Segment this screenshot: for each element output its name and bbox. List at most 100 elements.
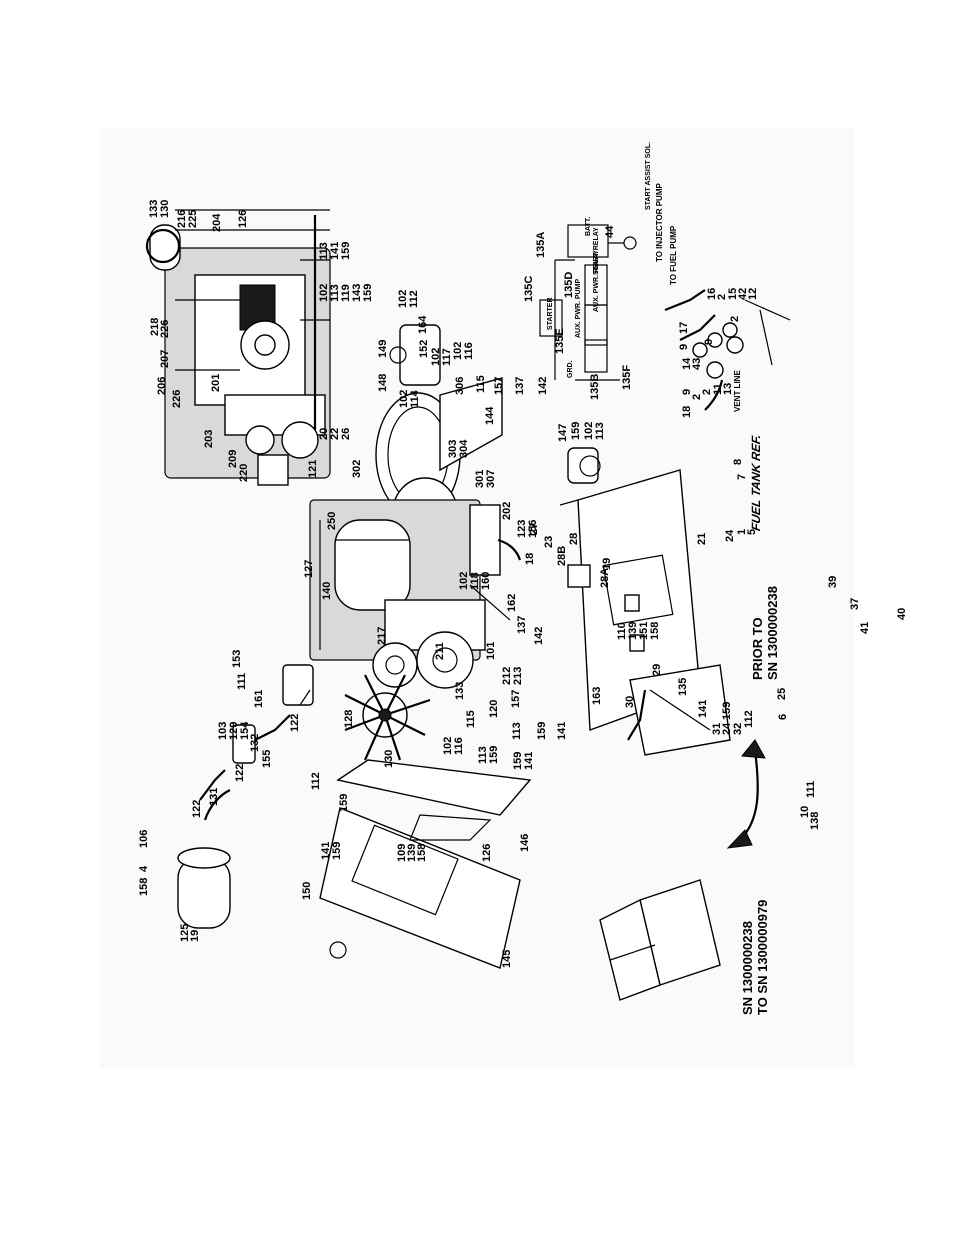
part-label: 13 <box>722 383 734 395</box>
part-label: 225 <box>187 210 199 228</box>
part-label: 4 <box>138 865 150 872</box>
part-label: 10 <box>799 806 811 818</box>
part-label: 137 <box>516 616 528 634</box>
electrical-schematic <box>539 224 637 381</box>
part-label: 132 <box>249 734 261 752</box>
part-label: 159 <box>536 722 548 740</box>
part-label: 1 <box>736 529 748 535</box>
part-label: 127 <box>303 560 315 578</box>
part-label: 15 <box>727 288 739 300</box>
to-injector-caption: TO INJECTOR PUMP <box>655 183 664 262</box>
part-label: 116 <box>453 737 465 755</box>
part-label: 212 <box>501 667 513 685</box>
part-label: 159 <box>362 284 374 302</box>
part-label: 157 <box>493 377 505 395</box>
part-label: 102 <box>398 390 410 408</box>
part-label: 163 <box>591 687 603 705</box>
part-label: 157 <box>510 690 522 708</box>
part-label: 139 <box>627 622 639 640</box>
part-label: 111 <box>236 673 248 690</box>
aux-pump-box <box>584 339 608 373</box>
part-label: 202 <box>501 502 513 520</box>
aux-pump-caption: AUX. PWR. PUMP <box>575 279 582 338</box>
part-label: 9 <box>678 344 690 350</box>
part-label: 216 <box>176 210 188 228</box>
part-label: 27 <box>528 523 540 535</box>
part-label: 302 <box>351 460 363 478</box>
part-label: 144 <box>484 406 496 425</box>
prior-to-note-line2: SN 1300000238 <box>765 586 780 680</box>
part-label: 119 <box>340 284 352 302</box>
part-label: 43 <box>691 358 703 370</box>
curved-arrow <box>726 739 766 849</box>
part-label: 149 <box>377 340 389 358</box>
vent-line-caption: VENT LINE <box>733 370 742 412</box>
part-label: 42 <box>737 288 749 300</box>
part-label: 113 <box>594 422 606 440</box>
part-label: 162 <box>506 594 518 612</box>
part-label: 143 <box>351 284 363 302</box>
part-label: 12 <box>747 288 759 300</box>
part-label: 37 <box>849 598 861 610</box>
part-label: 30 <box>624 696 636 708</box>
base-frame <box>559 447 731 756</box>
part-label: 2 <box>701 389 713 395</box>
part-label: 130 <box>159 200 171 218</box>
part-label: 138 <box>809 812 821 830</box>
part-label: 103 <box>217 722 229 740</box>
part-label: 101 <box>485 642 497 660</box>
part-label: 303 <box>447 440 459 458</box>
fuel-lines <box>664 289 791 411</box>
radiator-panel <box>319 759 532 969</box>
part-label: 117 <box>441 348 453 366</box>
part-label: 204 <box>211 213 223 232</box>
part-label: 203 <box>203 430 215 448</box>
part-label: 40 <box>896 608 908 620</box>
part-label: 250 <box>326 512 338 530</box>
engine-side-view <box>145 209 331 486</box>
part-label: 141 <box>523 752 535 770</box>
part-label: 113 <box>511 722 523 740</box>
serial-range-line1: SN 1300000238 <box>740 921 755 1015</box>
part-label: 24 <box>721 722 733 735</box>
part-label: 160 <box>480 572 492 590</box>
part-label: 141 <box>697 700 709 718</box>
part-label: 135F <box>621 365 633 390</box>
part-label: 213 <box>512 667 524 685</box>
aux-relay-box <box>584 304 608 346</box>
part-label: 141 <box>320 842 332 860</box>
part-label: 18 <box>681 406 693 418</box>
part-label: 142 <box>533 627 545 645</box>
part-label: 129 <box>228 722 240 740</box>
part-label: 122 <box>289 714 301 732</box>
part-label: 155 <box>261 750 273 768</box>
part-label: 126 <box>237 210 249 228</box>
part-label: 11 <box>712 383 724 395</box>
part-label: 135B <box>589 374 601 400</box>
start-relay-caption: START RELAY <box>593 227 600 275</box>
part-label: 125 <box>179 924 191 942</box>
part-label: 159 <box>338 794 350 812</box>
part-label: 161 <box>253 690 265 708</box>
part-label: 159 <box>721 702 733 720</box>
part-label: 102 <box>397 290 409 308</box>
part-label: 109 <box>396 844 408 862</box>
part-label: 159 <box>512 752 524 770</box>
part-label: 158 <box>649 622 661 640</box>
cooling-fan <box>344 674 431 761</box>
part-label: 123 <box>516 520 528 538</box>
start-assist-caption: START ASSIST SOL. <box>645 142 652 210</box>
part-label: 135A <box>535 232 547 258</box>
ground-caption: GRD. <box>567 360 574 378</box>
part-label: 113 <box>477 746 489 764</box>
part-label: 19 <box>601 558 613 570</box>
battery-box-earlier <box>599 879 721 1001</box>
part-label: 159 <box>570 422 582 440</box>
part-label: 22 <box>329 428 341 440</box>
part-label: 307 <box>485 470 497 488</box>
part-label: 102 <box>442 737 454 755</box>
part-label: 20 <box>318 428 330 440</box>
battery-caption: BATT. <box>585 217 592 236</box>
part-label: 8 <box>732 459 744 465</box>
